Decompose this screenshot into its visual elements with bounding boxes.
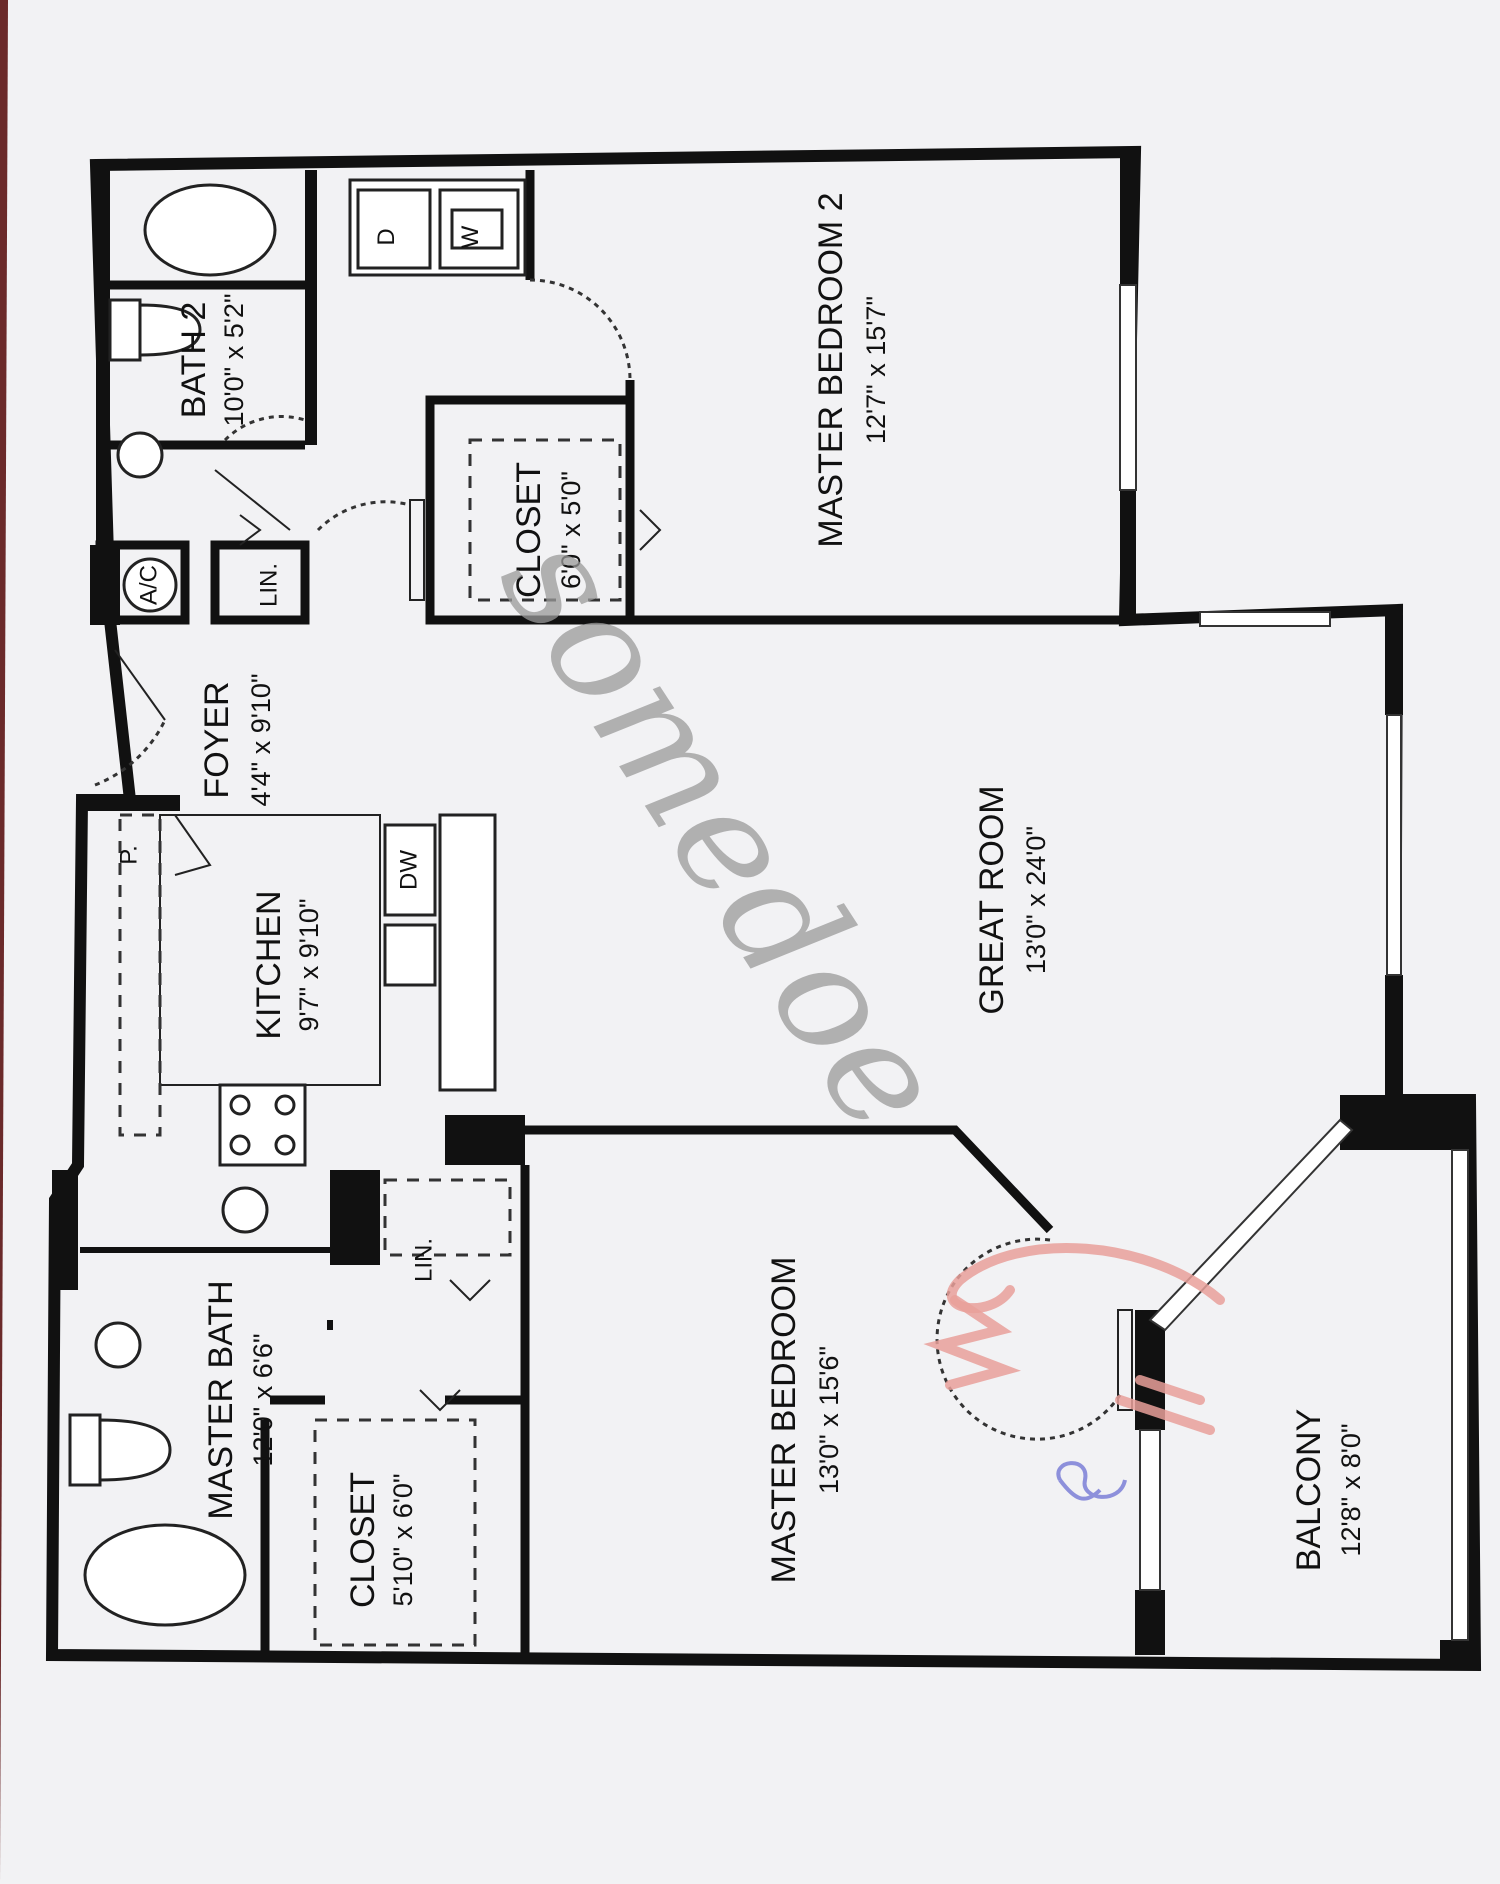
- signature-stroke: [923, 1295, 1022, 1390]
- linen-label-top: LIN.: [255, 563, 282, 607]
- wall-block: [1440, 1640, 1475, 1670]
- wall-block: [96, 165, 110, 625]
- door-swing: [935, 1237, 1122, 1441]
- toilet-bowl: [98, 1418, 172, 1482]
- master-bedroom2-dims: 12'7" x 15'7": [861, 296, 891, 444]
- washer-label: W: [457, 225, 484, 248]
- toilet-bowl: [138, 303, 202, 357]
- floor-plan: D W A/C LIN. DW: [45, 145, 1482, 1672]
- closet-outline: [468, 438, 622, 602]
- window: [1119, 284, 1137, 491]
- door-swing: [529, 278, 632, 381]
- wall-block: [90, 545, 120, 625]
- linen-closet: [210, 540, 310, 625]
- burner: [274, 1134, 296, 1156]
- door-swing: [316, 500, 411, 532]
- wall-block: [1120, 155, 1136, 285]
- sliding-door: [1148, 1118, 1354, 1332]
- signature-stroke: [946, 1243, 1225, 1314]
- closet-bed2-dims: 6'0" x 5'0": [556, 471, 586, 589]
- wall-block: [330, 1170, 380, 1265]
- closet-master-name: CLOSET: [344, 1472, 382, 1608]
- closet-bed2-name: CLOSET: [510, 462, 548, 598]
- door-leaf: [1117, 1309, 1133, 1411]
- dishwasher-label: DW: [395, 850, 422, 890]
- burner: [229, 1134, 251, 1156]
- upper-cabinet-outline: [118, 813, 162, 1137]
- dishwasher: [383, 823, 437, 917]
- pantry-label: P.: [115, 845, 142, 865]
- door-swing: [94, 719, 167, 787]
- door-swing: [223, 415, 306, 442]
- linen-label-master: LIN.: [410, 1238, 437, 1282]
- closet-outline: [313, 1418, 477, 1647]
- kitchen-name: KITCHEN: [250, 890, 288, 1039]
- sink-master: [94, 1321, 142, 1369]
- wall-block: [52, 1170, 78, 1290]
- range: [218, 1083, 307, 1167]
- closet-door: [449, 1279, 491, 1302]
- wall-block: [1385, 615, 1403, 715]
- kitchen-sink: [383, 923, 437, 987]
- washer-inner: [450, 208, 504, 250]
- wall-block: [1120, 490, 1136, 625]
- wall-block: [305, 170, 317, 445]
- room-labels: BATH 2 10'0" x 5'2" MASTER BEDROOM 2 12'…: [175, 192, 1366, 1608]
- wall-master: [455, 1125, 1054, 1234]
- window: [1451, 1149, 1469, 1641]
- master-bath-dims: 12'0" x 6'6": [248, 1333, 278, 1466]
- burner: [229, 1094, 251, 1116]
- dryer: [356, 188, 432, 270]
- closet-door: [239, 514, 262, 546]
- door-leaf: [114, 649, 166, 721]
- master-bedroom-dims: 13'0" x 15'6": [814, 1346, 844, 1494]
- signature-stroke-blue: [1056, 1461, 1127, 1501]
- great-room-dims: 13'0" x 24'0": [1021, 826, 1051, 974]
- linen-outline: [383, 1178, 512, 1257]
- signature-stroke: [1115, 1375, 1215, 1435]
- bathtub-master: [83, 1523, 247, 1627]
- bath2-dims: 10'0" x 5'2": [219, 293, 249, 426]
- kitchen-dims: 9'7" x 9'10": [294, 898, 324, 1031]
- wall-bedroom2: [425, 395, 1130, 625]
- ac-unit: [122, 557, 178, 613]
- wall-block: [1340, 1095, 1470, 1150]
- great-room-name: GREAT ROOM: [973, 785, 1011, 1014]
- master-bedroom2-name: MASTER BEDROOM 2: [812, 192, 850, 547]
- kitchen-island: [438, 813, 497, 1092]
- toilet-tank: [108, 298, 142, 362]
- closet-master-dims: 5'10" x 6'0": [388, 1473, 418, 1606]
- foyer-name: FOYER: [198, 681, 236, 798]
- closet-door: [419, 1389, 461, 1412]
- wall-block: [80, 795, 180, 811]
- window: [1139, 1429, 1161, 1591]
- signature-mark: [923, 1243, 1225, 1501]
- bathtub-bath2: [143, 183, 277, 277]
- door-leaf: [214, 469, 291, 531]
- wall-block: [445, 1115, 525, 1165]
- wall-closet-master: [260, 1395, 325, 1655]
- dryer-label: D: [373, 228, 400, 245]
- foyer-dims: 4'4" x 9'10": [246, 673, 276, 806]
- master-bath-name: MASTER BATH: [202, 1280, 240, 1519]
- balcony-name: BALCONY: [1290, 1409, 1328, 1572]
- balcony-dims: 12'8" x 8'0": [1336, 1423, 1366, 1556]
- burner: [274, 1094, 296, 1116]
- door-leaf: [409, 499, 425, 601]
- window: [1386, 714, 1402, 976]
- toilet-tank: [68, 1413, 102, 1487]
- pantry-door: [174, 814, 212, 876]
- closet-door: [639, 509, 662, 551]
- sink-master: [221, 1186, 269, 1234]
- master-bedroom-name: MASTER BEDROOM: [765, 1257, 803, 1584]
- wall-master-bath: [80, 1247, 333, 1330]
- wall-block: [1385, 975, 1403, 1110]
- window: [1199, 611, 1331, 627]
- ac-label: A/C: [135, 565, 162, 605]
- ac-closet: [95, 540, 190, 625]
- sink-bath2: [116, 431, 164, 479]
- wall-block: [1135, 1590, 1165, 1655]
- bath2-name: BATH 2: [175, 302, 213, 419]
